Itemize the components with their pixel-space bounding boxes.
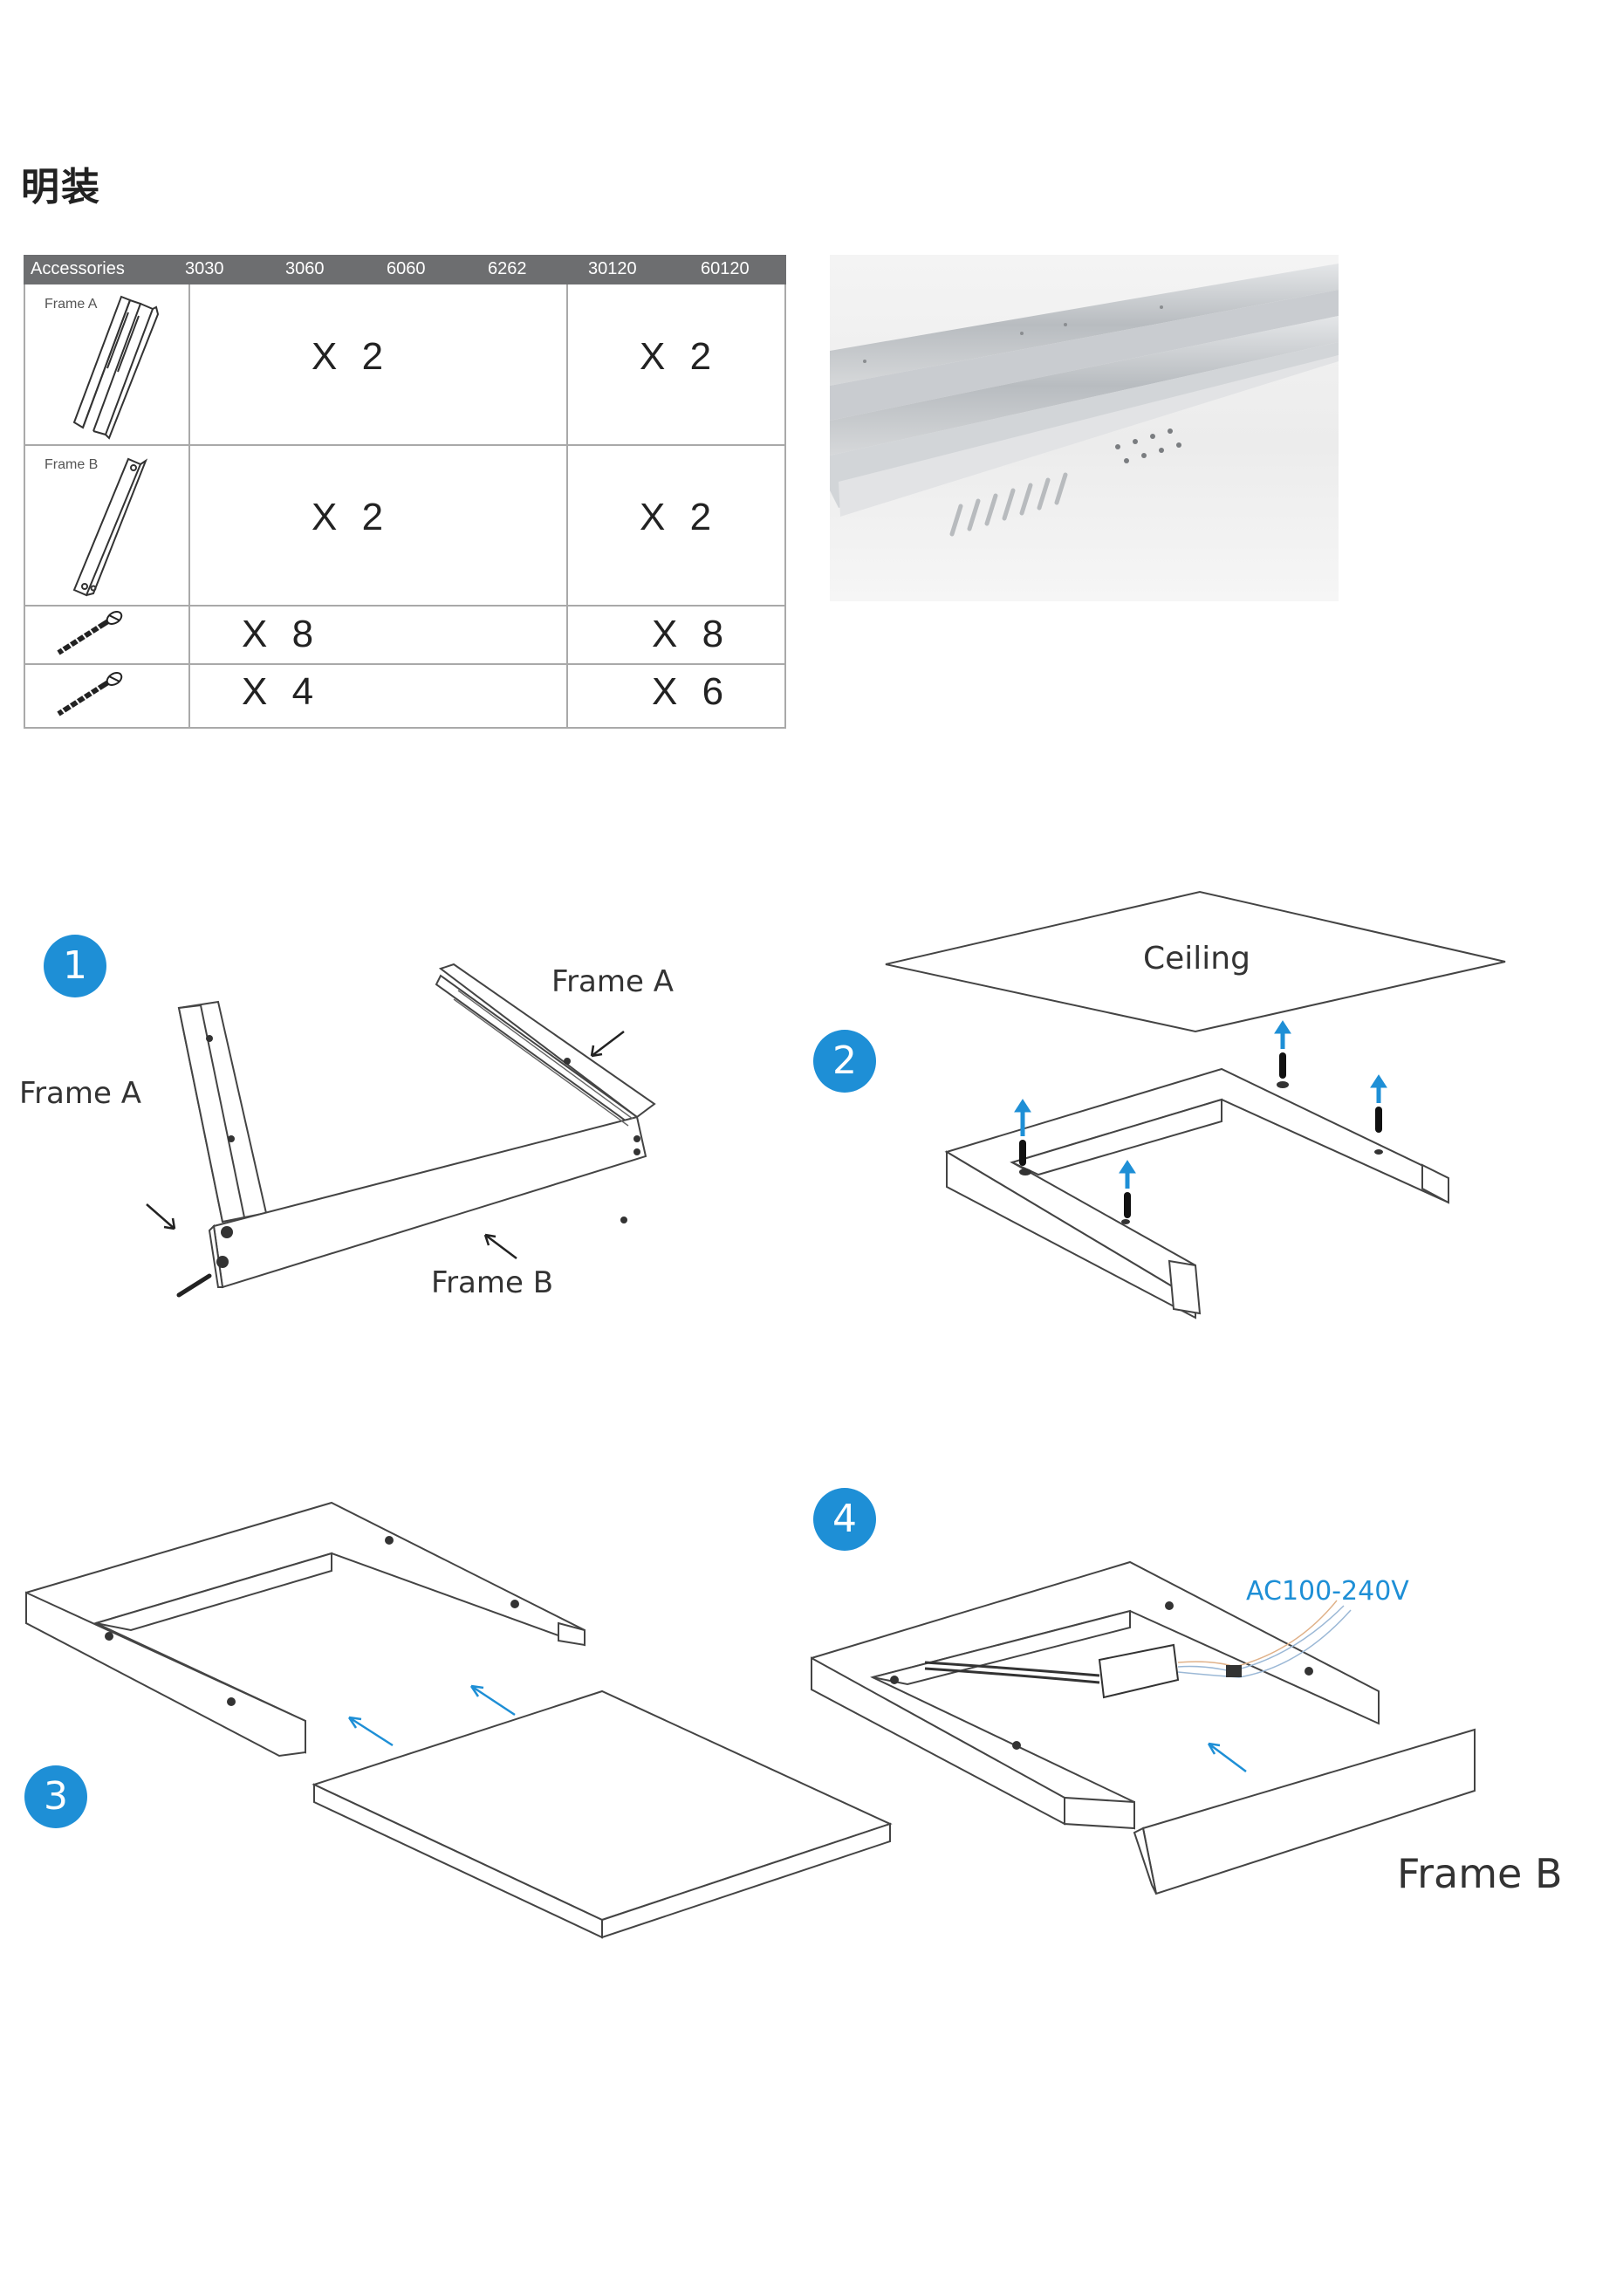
frame-b-qty-large: X 2 bbox=[640, 496, 719, 538]
table-header: Accessories 3030 3060 6060 6262 30120 60… bbox=[24, 255, 786, 284]
header-accessories: Accessories bbox=[31, 259, 125, 278]
screw-qty-large: X 8 bbox=[652, 613, 731, 655]
accessories-table: Accessories 3030 3060 6060 6262 30120 60… bbox=[24, 255, 786, 729]
header-3060: 3060 bbox=[285, 259, 325, 278]
header-6060: 6060 bbox=[387, 259, 426, 278]
step-1-diagram bbox=[146, 963, 656, 1298]
divider bbox=[566, 284, 568, 729]
step-1-badge: 1 bbox=[44, 935, 106, 997]
divider bbox=[24, 605, 786, 607]
step-4-label-voltage: AC100-240V bbox=[1246, 1576, 1409, 1607]
divider bbox=[784, 284, 786, 729]
screw-icon bbox=[57, 672, 123, 716]
screw-qty-large: X 6 bbox=[652, 670, 731, 713]
divider bbox=[24, 284, 25, 729]
frame-a-label: Frame A bbox=[45, 297, 98, 312]
screw-icon bbox=[57, 611, 123, 655]
divider bbox=[24, 663, 786, 665]
table-body: Frame A X 2 X 2 Frame B X 2 X 2 bbox=[24, 284, 786, 729]
frame-b-label: Frame B bbox=[45, 457, 99, 472]
step-4-badge: 4 bbox=[813, 1488, 876, 1551]
product-photo bbox=[830, 255, 1339, 601]
step-3-diagram bbox=[25, 1501, 893, 1939]
frame-a-qty-small: X 2 bbox=[312, 335, 391, 378]
frame-b-illustration bbox=[72, 457, 148, 597]
frame-a-qty-large: X 2 bbox=[640, 335, 719, 378]
step-1-label-frame-a-left: Frame A bbox=[19, 1076, 142, 1111]
step-1-label-frame-a-top: Frame A bbox=[551, 964, 675, 999]
header-3030: 3030 bbox=[185, 259, 224, 278]
header-60120: 60120 bbox=[701, 259, 750, 278]
step-2-label-ceiling: Ceiling bbox=[1143, 941, 1250, 977]
frame-b-qty-small: X 2 bbox=[312, 496, 391, 538]
frame-kit-photo bbox=[830, 264, 1339, 537]
header-6262: 6262 bbox=[488, 259, 527, 278]
divider bbox=[24, 444, 786, 446]
step-2-badge: 2 bbox=[813, 1030, 876, 1093]
ceiling-plane bbox=[885, 890, 1506, 1033]
step-3-badge: 3 bbox=[24, 1765, 87, 1828]
divider bbox=[24, 727, 786, 729]
step-2-diagram bbox=[885, 890, 1506, 1319]
screw-qty-small: X 4 bbox=[242, 670, 321, 713]
screw-qty-small: X 8 bbox=[242, 613, 321, 655]
step-1-label-frame-b: Frame B bbox=[431, 1265, 554, 1300]
step-4-label-frame-b: Frame B bbox=[1397, 1850, 1563, 1897]
divider bbox=[188, 284, 190, 729]
header-30120: 30120 bbox=[588, 259, 637, 278]
step-4-diagram bbox=[811, 1560, 1476, 1895]
frame-a-illustration bbox=[72, 295, 160, 440]
page-title: 明装 bbox=[21, 165, 101, 209]
